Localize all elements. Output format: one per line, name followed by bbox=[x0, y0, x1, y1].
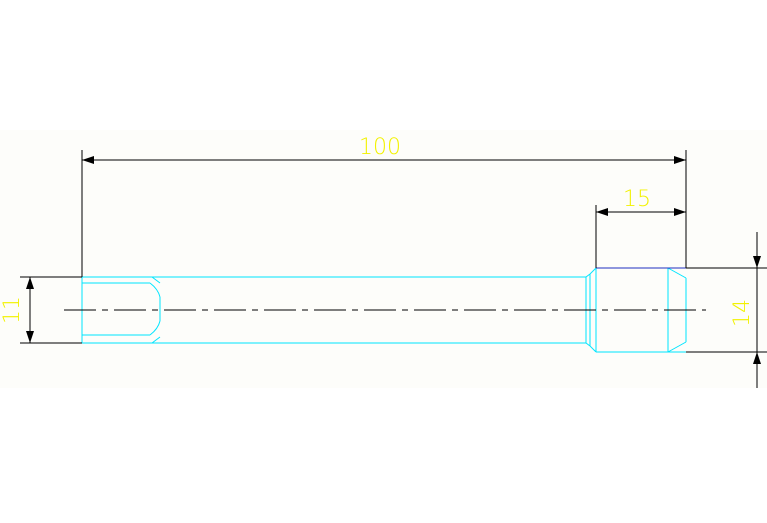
drawing-area bbox=[0, 130, 767, 388]
dimension-text-11: 11 bbox=[0, 296, 25, 324]
dimension-text-15: 15 bbox=[623, 187, 651, 212]
thread-runout-bottom bbox=[149, 320, 161, 336]
thread-chamfer-top bbox=[151, 276, 161, 284]
thread-runout-top bbox=[149, 282, 161, 298]
head-left-chamfer-top bbox=[589, 267, 597, 275]
part-outline bbox=[81, 267, 687, 353]
thread-chamfer-bottom bbox=[151, 336, 161, 344]
dimension-lines bbox=[20, 150, 767, 388]
dimension-text-100: 100 bbox=[359, 135, 401, 160]
head-right-chamfer-top bbox=[667, 267, 687, 279]
dimension-text-14: 14 bbox=[730, 299, 755, 327]
head-right-chamfer-bottom bbox=[667, 341, 687, 353]
head-left-chamfer-bottom bbox=[589, 345, 597, 353]
neck-bottom-step bbox=[585, 342, 591, 347]
neck-top-step bbox=[585, 273, 591, 278]
